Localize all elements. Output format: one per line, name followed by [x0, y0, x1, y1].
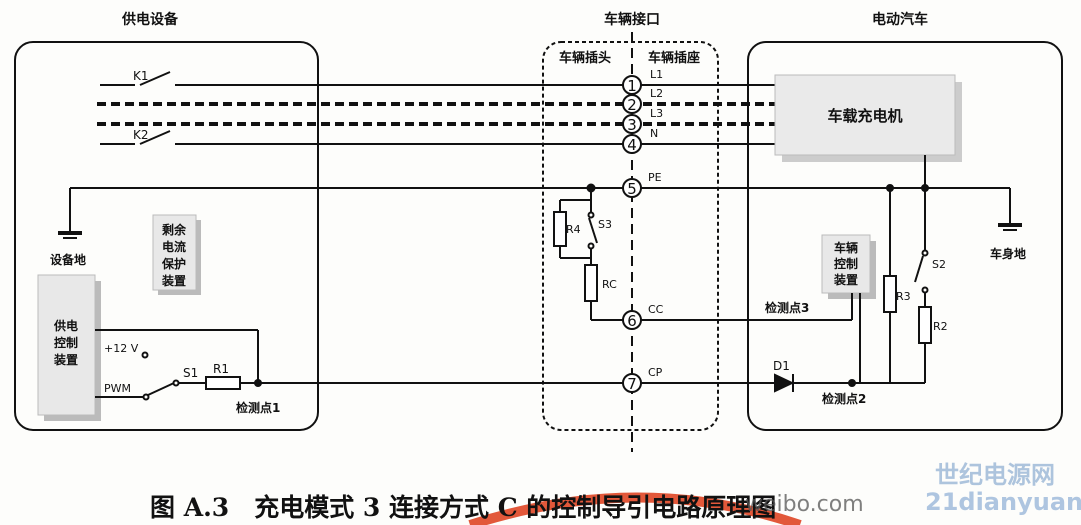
pin-6: 6 CC — [622, 303, 664, 330]
r2-resistor — [918, 306, 932, 344]
k1-label: K1 — [133, 69, 149, 83]
svg-text:5: 5 — [627, 180, 637, 198]
r4-label: R4 — [566, 223, 581, 236]
svg-text:7: 7 — [627, 375, 637, 393]
d1-label: D1 — [773, 359, 790, 373]
svg-text:3: 3 — [627, 116, 637, 134]
d1-diode — [774, 373, 795, 393]
supply-ctrl-label: 装置 — [53, 352, 78, 367]
svg-text:4: 4 — [627, 136, 637, 154]
r4-resistor — [553, 211, 567, 247]
s1-label: S1 — [183, 366, 198, 380]
pin-1: 1 L1 — [622, 68, 663, 95]
supply-control-device — [37, 274, 96, 416]
pin-2: 2 L2 — [622, 87, 663, 114]
svg-text:CP: CP — [648, 366, 663, 379]
svg-text:L2: L2 — [650, 87, 663, 100]
onboard-charger — [774, 74, 956, 156]
rcd-label: 装置 — [161, 273, 186, 288]
rc-resistor — [584, 264, 598, 302]
interface-title: 车辆接口 — [604, 11, 660, 28]
vehicle-ctrl-label: 控制 — [834, 256, 858, 271]
r3-label: R3 — [896, 290, 911, 303]
rc-label: RC — [602, 278, 617, 291]
pin-5: 5 PE — [622, 171, 662, 198]
residual-current-device — [152, 214, 197, 291]
vehicle-ctrl-label: 装置 — [833, 272, 858, 287]
detect-point-1: 检测点1 — [236, 400, 280, 415]
site-watermark: 世纪电源网 — [935, 461, 1055, 489]
pin-7: 7 CP — [622, 366, 663, 393]
v12-label: +12 V — [104, 342, 139, 355]
svg-text:N: N — [650, 127, 658, 140]
charger-label: 车载充电机 — [827, 107, 902, 125]
s2-label: S2 — [932, 258, 946, 271]
r1-resistor — [205, 376, 241, 390]
figure-caption: 图 A.3 充电模式 3 连接方式 C 的控制导引电路原理图 — [150, 493, 777, 522]
svg-text:PE: PE — [648, 171, 662, 184]
pin-4: 4N — [622, 127, 658, 154]
body-ground-label: 车身地 — [990, 246, 1026, 261]
pin-3: 3 L3 — [622, 107, 663, 134]
equipment-ground-label: 设备地 — [50, 252, 86, 267]
r1-label: R1 — [213, 362, 229, 376]
r2-label: R2 — [933, 320, 948, 333]
electric-vehicle-box — [747, 41, 1063, 431]
svg-text:2: 2 — [627, 96, 637, 114]
url-watermark: 21dianyuan — [925, 488, 1081, 516]
s3-label: S3 — [598, 218, 612, 231]
k2-label: K2 — [133, 128, 149, 142]
vehicle-control-device — [821, 234, 871, 294]
supply-ctrl-label: 控制 — [54, 335, 78, 350]
rcd-label: 剩余 — [162, 222, 187, 237]
vehicle-ctrl-label: 车辆 — [834, 240, 858, 255]
rcd-label: 电流 — [162, 239, 186, 254]
svg-text:6: 6 — [627, 312, 637, 330]
supply-ctrl-label: 供电 — [53, 318, 78, 333]
svg-text:1: 1 — [627, 77, 637, 95]
socket-title: 车辆插座 — [648, 50, 700, 66]
vehicle-title: 电动汽车 — [872, 11, 928, 28]
rcd-label: 保护 — [161, 256, 186, 271]
supply-equipment-box — [14, 41, 319, 431]
r3-resistor — [883, 275, 897, 313]
vehicle-interface-box — [542, 41, 719, 431]
detect-point-2: 检测点2 — [822, 391, 866, 406]
svg-text:L1: L1 — [650, 68, 663, 81]
weibo-watermark: weibo.com — [745, 492, 864, 517]
supply-title: 供电设备 — [121, 11, 179, 28]
svg-text:L3: L3 — [650, 107, 663, 120]
pwm-label: PWM — [104, 382, 131, 395]
svg-text:CC: CC — [648, 303, 664, 316]
detect-point-3: 检测点3 — [765, 300, 809, 315]
plug-title: 车辆插头 — [559, 50, 611, 66]
